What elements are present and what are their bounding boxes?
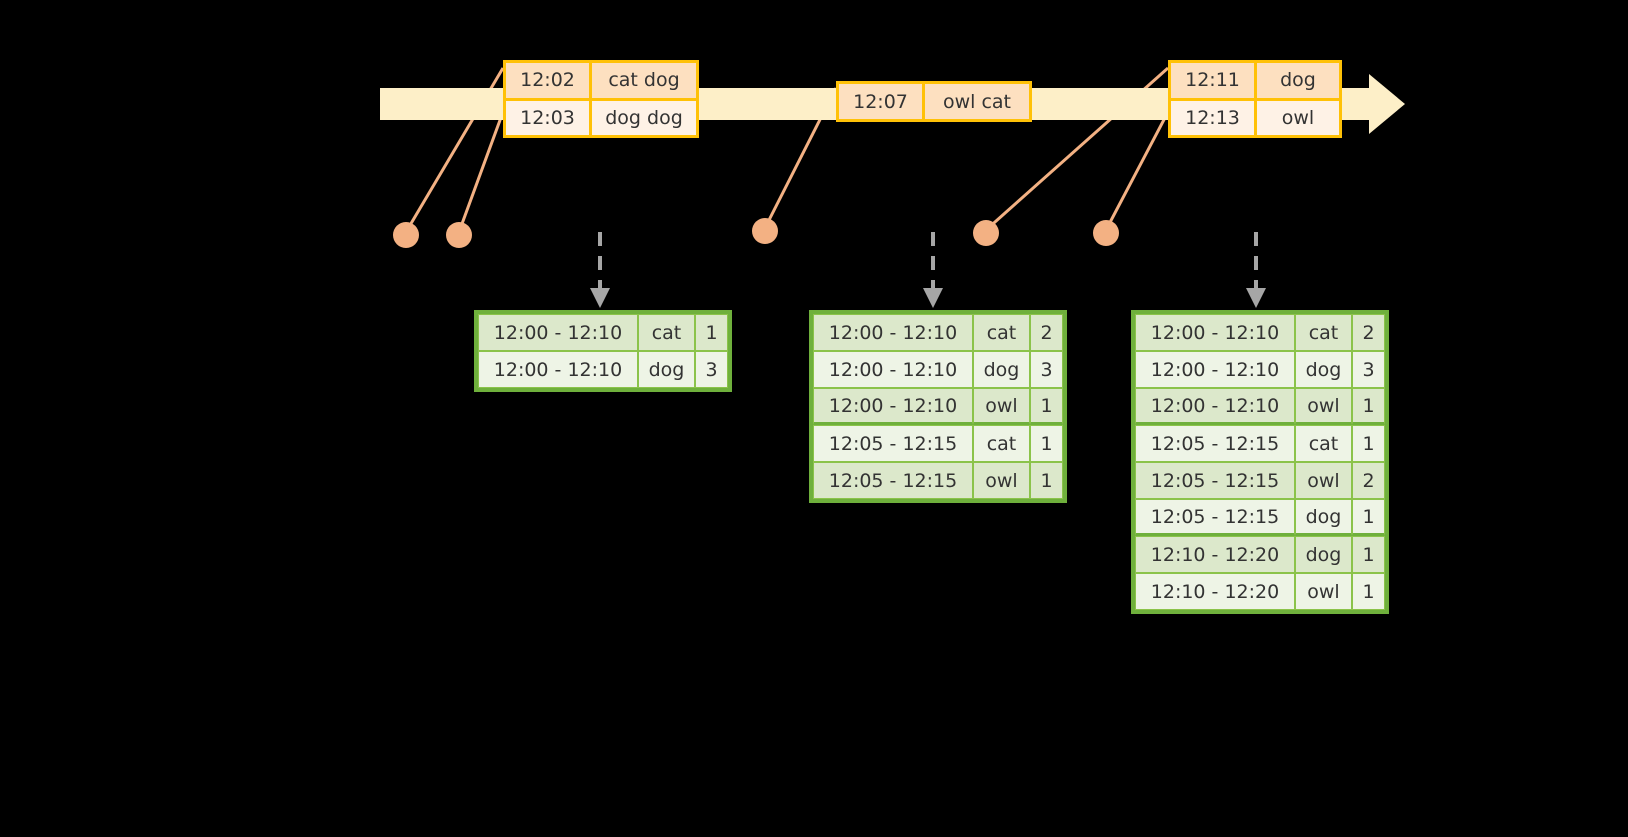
event-row[interactable]: 12:13 owl	[1171, 97, 1339, 135]
cell-key: owl	[1295, 573, 1352, 610]
event-value: owl	[1257, 100, 1339, 135]
event-row[interactable]: 12:02 cat dog	[506, 63, 696, 98]
cell-count: 1	[1352, 425, 1385, 462]
event-box-group-1[interactable]: 12:02 cat dog 12:03 dog dog	[503, 60, 699, 138]
cell-key: owl	[1295, 388, 1352, 425]
cell-window: 12:00 - 12:10	[478, 314, 638, 351]
cell-count: 2	[1352, 314, 1385, 351]
cell-key: owl	[1295, 462, 1352, 499]
cell-window: 12:10 - 12:20	[1135, 536, 1295, 573]
event-time: 12:11	[1171, 63, 1257, 98]
event-box-group-3[interactable]: 12:11 dog 12:13 owl	[1168, 60, 1342, 138]
cell-window: 12:05 - 12:15	[813, 462, 973, 499]
cell-window: 12:00 - 12:10	[813, 351, 973, 388]
cell-key: cat	[638, 314, 695, 351]
cell-key: cat	[1295, 425, 1352, 462]
cell-window: 12:00 - 12:10	[1135, 314, 1295, 351]
cell-window: 12:00 - 12:10	[813, 314, 973, 351]
event-row[interactable]: 12:07 owl cat	[839, 84, 1029, 119]
cell-count: 2	[1030, 314, 1063, 351]
cell-count: 1	[1352, 536, 1385, 573]
cell-count: 3	[1030, 351, 1063, 388]
connector-dot	[393, 222, 419, 248]
cell-window: 12:00 - 12:10	[1135, 351, 1295, 388]
event-value: dog	[1257, 63, 1339, 98]
cell-count: 1	[1352, 388, 1385, 425]
cell-key: cat	[973, 314, 1030, 351]
event-box-group-2[interactable]: 12:07 owl cat	[836, 81, 1032, 122]
cell-key: dog	[1295, 499, 1352, 536]
dashed-arrow-2	[923, 232, 943, 308]
cell-window: 12:05 - 12:15	[1135, 499, 1295, 536]
event-time: 12:07	[839, 84, 925, 119]
cell-count: 3	[695, 351, 728, 388]
cell-window: 12:00 - 12:10	[1135, 388, 1295, 425]
event-time: 12:03	[506, 100, 592, 135]
cell-count: 1	[695, 314, 728, 351]
cell-count: 1	[1352, 499, 1385, 536]
event-value: cat dog	[592, 63, 696, 98]
cell-window: 12:00 - 12:10	[478, 351, 638, 388]
connector-dot	[973, 220, 999, 246]
cell-key: cat	[973, 425, 1030, 462]
cell-count: 1	[1030, 388, 1063, 425]
event-value: owl cat	[925, 84, 1029, 119]
cell-count: 1	[1030, 425, 1063, 462]
cell-window: 12:05 - 12:15	[1135, 462, 1295, 499]
connector-dot	[752, 218, 778, 244]
cell-count: 2	[1352, 462, 1385, 499]
cell-key: owl	[973, 462, 1030, 499]
cell-window: 12:10 - 12:20	[1135, 573, 1295, 610]
cell-window: 12:00 - 12:10	[813, 388, 973, 425]
dashed-arrow-3	[1246, 232, 1266, 308]
cell-key: dog	[1295, 351, 1352, 388]
connector-dot	[1093, 220, 1119, 246]
cell-window: 12:05 - 12:15	[813, 425, 973, 462]
event-time: 12:13	[1171, 100, 1257, 135]
timeline-arrowhead	[1369, 74, 1405, 134]
connector-dot	[446, 222, 472, 248]
cell-window: 12:05 - 12:15	[1135, 425, 1295, 462]
cell-count: 1	[1030, 462, 1063, 499]
cell-key: dog	[1295, 536, 1352, 573]
cell-key: cat	[1295, 314, 1352, 351]
event-time: 12:02	[506, 63, 592, 98]
event-row[interactable]: 12:03 dog dog	[506, 97, 696, 135]
cell-count: 1	[1352, 573, 1385, 610]
cell-count: 3	[1352, 351, 1385, 388]
cell-key: dog	[638, 351, 695, 388]
event-value: dog dog	[592, 100, 696, 135]
cell-key: owl	[973, 388, 1030, 425]
event-row[interactable]: 12:11 dog	[1171, 63, 1339, 98]
cell-key: dog	[973, 351, 1030, 388]
dashed-arrow-1	[590, 232, 610, 308]
